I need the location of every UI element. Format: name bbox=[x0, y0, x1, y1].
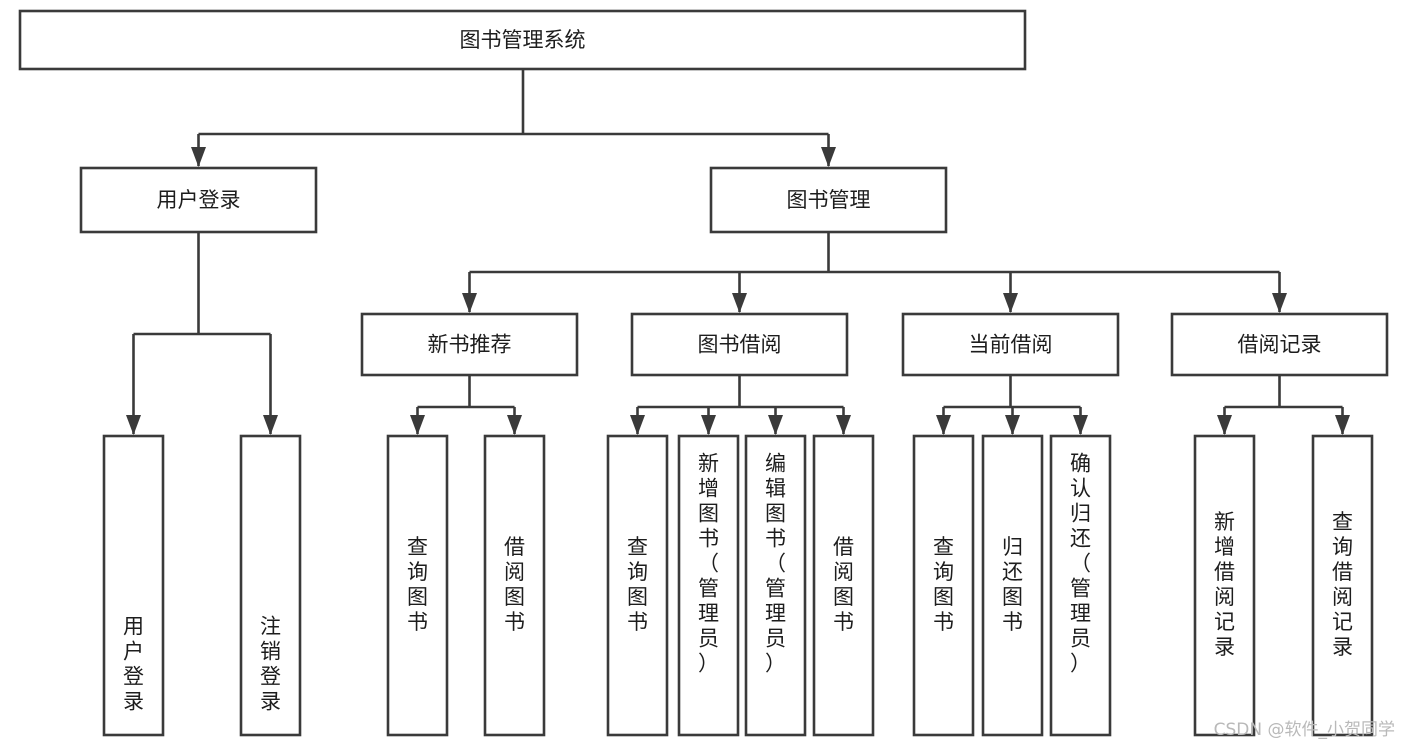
node-leaf-confirm-return-admin[interactable]: 确认归还（管理员） bbox=[1049, 434, 1112, 737]
node-box bbox=[79, 166, 318, 234]
node-label: 新增图书（管理员） bbox=[698, 452, 719, 676]
arrow-head-icon bbox=[936, 415, 951, 435]
arrow-head-icon bbox=[630, 415, 645, 435]
arrow-head-icon bbox=[732, 293, 747, 313]
node-leaf-query-book-current[interactable]: 查询图书 bbox=[912, 434, 975, 737]
arrow-head-icon bbox=[507, 415, 522, 435]
node-label: 借阅图书 bbox=[504, 535, 525, 634]
node-box bbox=[812, 434, 875, 737]
node-label: 图书借阅 bbox=[698, 333, 782, 357]
node-label: 借阅图书 bbox=[833, 535, 854, 634]
node-label: 注销登录 bbox=[260, 615, 281, 714]
arrow-head-icon bbox=[821, 147, 836, 167]
node-label: 查询借阅记录 bbox=[1332, 510, 1353, 659]
connector-layer bbox=[126, 69, 1350, 435]
arrow-head-icon bbox=[701, 415, 716, 435]
node-box bbox=[1170, 312, 1389, 377]
node-leaf-query-book-rec[interactable]: 查询图书 bbox=[386, 434, 449, 737]
node-label: 图书管理系统 bbox=[460, 28, 586, 52]
node-user-login[interactable]: 用户登录 bbox=[79, 166, 318, 234]
node-box bbox=[483, 434, 546, 737]
arrow-head-icon bbox=[768, 415, 783, 435]
node-leaf-add-borrow-record[interactable]: 新增借阅记录 bbox=[1193, 434, 1256, 737]
node-leaf-query-borrow-record[interactable]: 查询借阅记录 bbox=[1311, 434, 1374, 737]
node-box bbox=[677, 434, 740, 737]
node-label: 归还图书 bbox=[1002, 535, 1023, 634]
node-leaf-user-logout[interactable]: 注销登录 bbox=[239, 434, 302, 737]
node-box bbox=[606, 434, 669, 737]
arrow-head-icon bbox=[462, 293, 477, 313]
node-box bbox=[360, 312, 579, 377]
node-label: 确认归还（管理员） bbox=[1070, 452, 1091, 676]
arrow-head-icon bbox=[1335, 415, 1350, 435]
node-box bbox=[981, 434, 1044, 737]
arrow-head-icon bbox=[1272, 293, 1287, 313]
arrow-head-icon bbox=[191, 147, 206, 167]
node-label: 新增借阅记录 bbox=[1214, 510, 1235, 659]
node-box bbox=[630, 312, 849, 377]
node-label: 用户登录 bbox=[123, 615, 144, 714]
node-label: 借阅记录 bbox=[1238, 333, 1322, 357]
node-leaf-add-book-admin[interactable]: 新增图书（管理员） bbox=[677, 434, 740, 737]
arrow-head-icon bbox=[1003, 293, 1018, 313]
node-borrow-record[interactable]: 借阅记录 bbox=[1170, 312, 1389, 377]
node-leaf-query-book-borrow[interactable]: 查询图书 bbox=[606, 434, 669, 737]
node-box bbox=[744, 434, 807, 737]
node-leaf-borrow-book[interactable]: 借阅图书 bbox=[812, 434, 875, 737]
arrow-head-icon bbox=[1005, 415, 1020, 435]
arrow-head-icon bbox=[126, 415, 141, 435]
node-label: 查询图书 bbox=[933, 535, 954, 634]
node-box bbox=[18, 9, 1027, 71]
node-layer: 图书管理系统用户登录图书管理新书推荐图书借阅当前借阅借阅记录用户登录注销登录查询… bbox=[18, 9, 1389, 737]
node-box bbox=[102, 434, 165, 737]
node-label: 新书推荐 bbox=[428, 333, 512, 357]
node-box bbox=[901, 312, 1120, 377]
node-box bbox=[1049, 434, 1112, 737]
node-root[interactable]: 图书管理系统 bbox=[18, 9, 1027, 71]
node-label: 查询图书 bbox=[627, 535, 648, 634]
node-book-manage[interactable]: 图书管理 bbox=[709, 166, 948, 234]
node-label: 图书管理 bbox=[787, 188, 871, 212]
arrow-head-icon bbox=[263, 415, 278, 435]
node-new-book-recommend[interactable]: 新书推荐 bbox=[360, 312, 579, 377]
node-box bbox=[912, 434, 975, 737]
node-box bbox=[386, 434, 449, 737]
node-box bbox=[709, 166, 948, 234]
arrow-head-icon bbox=[1217, 415, 1232, 435]
node-label: 查询图书 bbox=[407, 535, 428, 634]
arrow-head-icon bbox=[410, 415, 425, 435]
arrow-head-icon bbox=[1073, 415, 1088, 435]
node-leaf-return-book[interactable]: 归还图书 bbox=[981, 434, 1044, 737]
node-leaf-borrow-book-rec[interactable]: 借阅图书 bbox=[483, 434, 546, 737]
node-book-borrow[interactable]: 图书借阅 bbox=[630, 312, 849, 377]
node-box bbox=[1311, 434, 1374, 737]
node-label: 编辑图书（管理员） bbox=[765, 452, 786, 676]
node-leaf-edit-book-admin[interactable]: 编辑图书（管理员） bbox=[744, 434, 807, 737]
arrow-head-icon bbox=[836, 415, 851, 435]
node-box bbox=[1193, 434, 1256, 737]
node-current-borrow[interactable]: 当前借阅 bbox=[901, 312, 1120, 377]
node-label: 当前借阅 bbox=[969, 333, 1053, 357]
node-box bbox=[239, 434, 302, 737]
node-leaf-user-login[interactable]: 用户登录 bbox=[102, 434, 165, 737]
node-label: 用户登录 bbox=[157, 188, 241, 212]
